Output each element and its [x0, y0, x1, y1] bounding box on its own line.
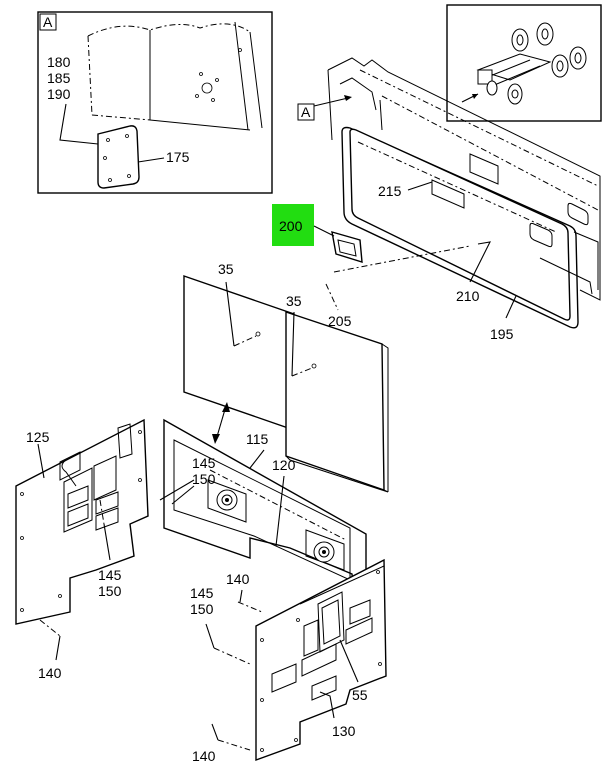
callout-175: 175 [166, 149, 190, 165]
insulation-panels: 35 35 [183, 261, 389, 493]
callout-55: 55 [352, 687, 368, 703]
callout-190: 190 [47, 86, 71, 102]
highlight-box-200 [272, 204, 314, 246]
callout-150-lower-left: 150 [98, 583, 122, 599]
callout-140-left: 140 [38, 665, 62, 681]
callout-140-bottom: 140 [192, 748, 216, 761]
callout-210: 210 [456, 288, 480, 304]
callout-205: 205 [328, 313, 352, 329]
detail-a-label: A [43, 14, 53, 30]
right-panel-130: 140 145 150 55 130 140 [190, 558, 387, 761]
left-panel-125: 125 145 150 140 [15, 418, 149, 681]
callout-200-highlighted[interactable]: 200 [279, 218, 303, 234]
callout-180: 180 [47, 54, 71, 70]
callout-35-left: 35 [218, 261, 234, 277]
chassis-icon [461, 22, 587, 105]
detail-a-pointer-label: A [301, 104, 311, 120]
callout-195: 195 [490, 326, 514, 342]
rear-wall-assembly: A 200 215 210 [272, 57, 601, 342]
callout-140-mid: 140 [226, 571, 250, 587]
callout-120: 120 [272, 457, 296, 473]
callout-130: 130 [332, 723, 356, 739]
detail-a-inset: A 180 185 190 175 [37, 11, 273, 194]
callout-150-lower-right: 150 [190, 601, 214, 617]
callout-150-upper: 150 [192, 471, 216, 487]
center-panel-115: 115 120 145 150 [159, 418, 367, 616]
callout-35-right: 35 [286, 293, 302, 309]
callout-145-upper: 145 [192, 455, 216, 471]
callout-185: 185 [47, 70, 71, 86]
callout-115: 115 [246, 431, 269, 447]
vehicle-locator-inset [446, 4, 602, 122]
callout-215: 215 [378, 183, 402, 199]
callout-145-lower-left: 145 [98, 567, 122, 583]
callout-125: 125 [26, 429, 50, 445]
callout-145-lower-right: 145 [190, 585, 214, 601]
